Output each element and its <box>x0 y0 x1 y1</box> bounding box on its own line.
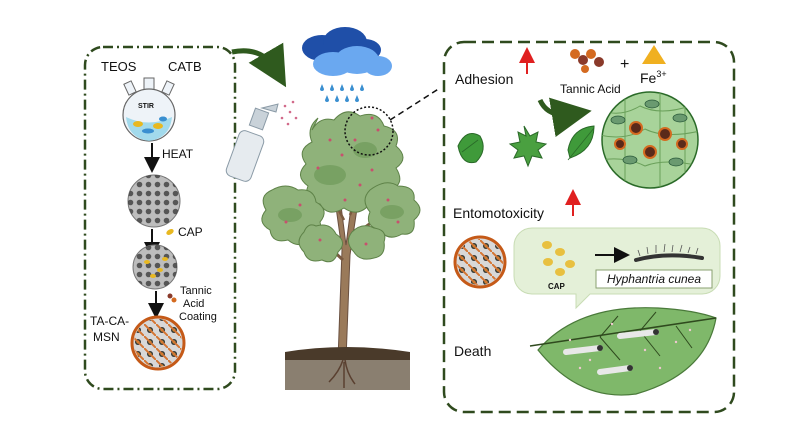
step-cap-label: CAP <box>178 225 203 239</box>
step-heat-label: HEAT <box>162 147 194 161</box>
cap-molecules-icon <box>542 241 575 276</box>
release-speech-bubble <box>513 227 721 310</box>
leaf-surface-zoom <box>601 91 699 189</box>
stir-flask-icon <box>122 77 176 142</box>
synthesis-panel-border <box>83 45 237 391</box>
coating-label-3: Coating <box>179 311 217 323</box>
tannic-acid-small-icon <box>167 293 177 303</box>
flask-label: STIR <box>138 103 154 110</box>
cap-loaded-msn <box>132 244 178 290</box>
tannic-acid-label: Tannic Acid <box>560 82 621 96</box>
reagent-teos: TEOS <box>101 59 137 74</box>
coating-label-1: Tannic <box>180 285 212 297</box>
cap-small-label: CAP <box>548 282 566 291</box>
insect-name-box <box>595 269 713 289</box>
zoom-connector-line <box>389 87 441 121</box>
tannic-acid-molecule-icon <box>570 49 604 73</box>
fe-label: Fe3+ <box>640 69 667 86</box>
soil-ground <box>285 347 410 390</box>
leaf-ovate-icon <box>567 125 595 161</box>
rain-cloud-icon <box>302 27 392 102</box>
reagent-catb: CATB <box>168 59 202 74</box>
tree-canopy-shading <box>278 142 404 222</box>
mechanism-panel-border <box>442 40 736 414</box>
curved-arrow-adhesion <box>537 97 592 138</box>
coating-label-2: Acid <box>183 298 204 310</box>
adhesion-label: Adhesion <box>455 71 513 87</box>
fe-ion-triangle-icon <box>642 45 666 64</box>
zoom-region-circle <box>344 106 394 156</box>
curved-arrow-to-tree <box>231 42 287 88</box>
dead-caterpillar-icon <box>634 243 704 262</box>
entomotoxicity-label: Entomotoxicity <box>453 205 544 221</box>
ta-ca-msn-particle <box>130 315 186 371</box>
leaf-maple-icon <box>508 125 548 168</box>
msn-sphere <box>127 174 181 228</box>
leaf-round-icon <box>457 133 484 164</box>
insect-name-label: Hyphantria cunea <box>607 272 701 286</box>
plus-sign: + <box>620 56 629 73</box>
large-leaf-with-caterpillars <box>529 307 717 396</box>
spray-bottle-icon <box>225 100 298 182</box>
ta-ca-msn-particle-right <box>453 235 507 289</box>
product-label-1: TA-CA- <box>90 314 129 328</box>
product-label-2: MSN <box>93 330 120 344</box>
death-label: Death <box>454 343 491 359</box>
cap-pill-icon <box>166 229 174 235</box>
tree-spray-dots <box>284 116 400 246</box>
tree-canopy <box>261 111 421 263</box>
